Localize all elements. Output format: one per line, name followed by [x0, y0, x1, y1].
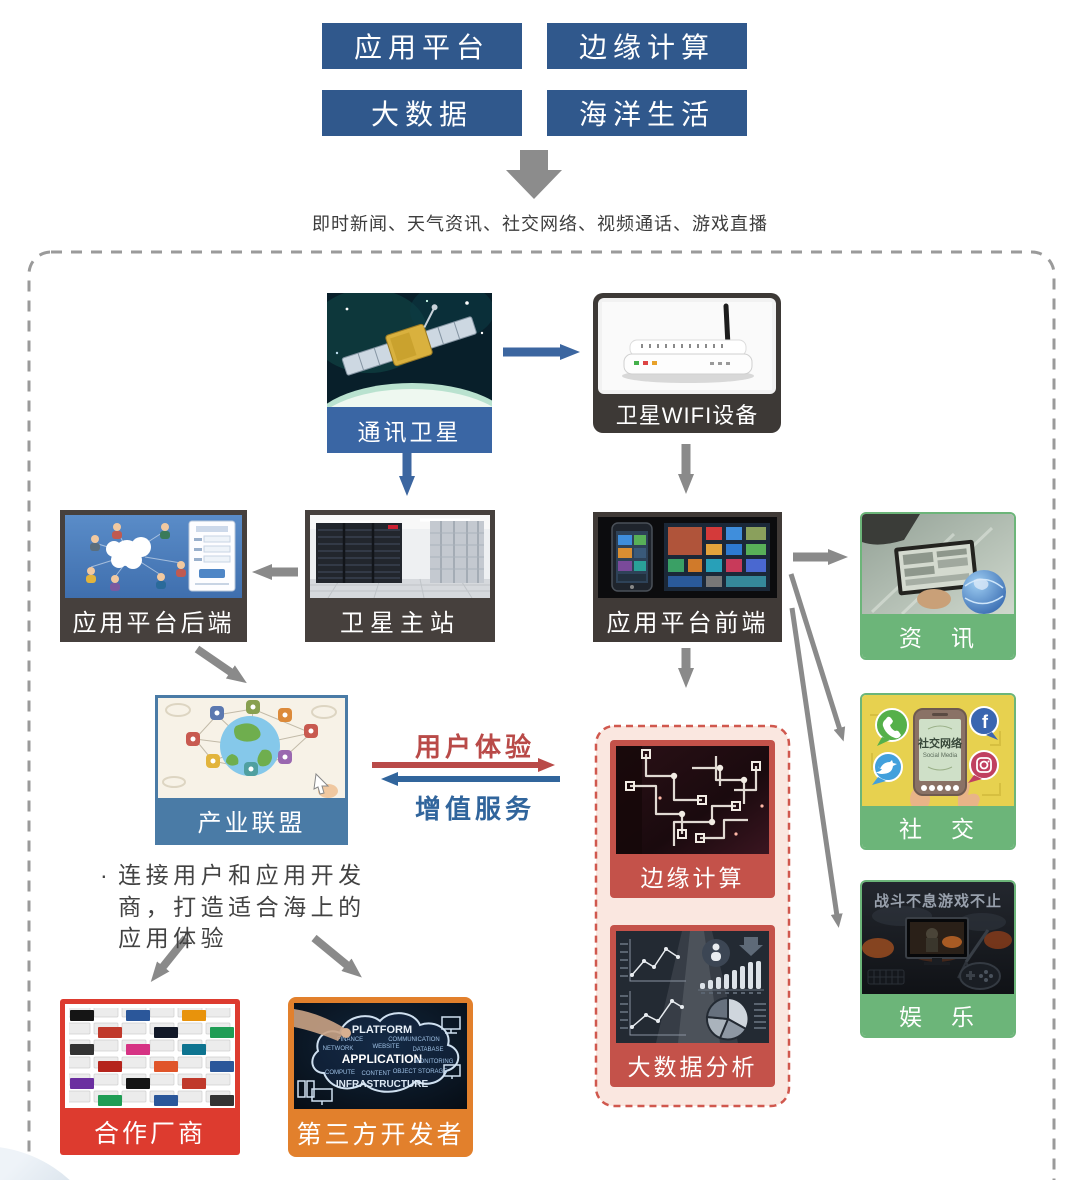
arrow-frontend-to-social	[788, 573, 846, 742]
bigdata-illustration	[616, 931, 769, 1043]
bigdata-label: 大数据分析	[627, 1054, 758, 1080]
whatsapp-icon	[875, 708, 909, 746]
dev-cloud-word: WEBSITE	[372, 1044, 399, 1050]
dev-cloud-infrastructure: INFRASTRUCTURE	[336, 1079, 429, 1090]
node-partners: 合作厂商	[60, 999, 240, 1155]
platform-backend-label: 应用平台后端	[72, 609, 235, 637]
user-experience-label: 用户体验	[414, 732, 535, 762]
dev-cloud-word: OBJECT STORAGE	[393, 1069, 447, 1075]
node-platform-frontend: 应用平台前端	[593, 512, 782, 642]
node-platform-backend: 应用平台后端	[60, 510, 247, 642]
facebook-icon: f	[969, 706, 999, 740]
tag-label: 大数据	[370, 99, 473, 130]
backend-illustration	[65, 515, 242, 598]
partner-logos-illustration	[65, 1004, 235, 1108]
arrow-frontend-to-entertainment	[789, 607, 843, 928]
server-room-illustration	[310, 515, 490, 598]
node-bigdata-analysis: 大数据分析	[610, 925, 775, 1087]
frontend-illustration	[598, 517, 777, 598]
tag-label: 海洋生活	[578, 99, 715, 130]
tag-application-platform: 应用平台	[322, 23, 522, 69]
dev-cloud-platform: PLATFORM	[352, 1024, 412, 1036]
satellite-label: 通讯卫星	[357, 419, 462, 445]
funnel-down-arrow	[506, 150, 562, 199]
social-illustration: 社交网络 Social Media f	[862, 695, 1014, 806]
developer-cloud-illustration: PLATFORM APPLICATION INFRASTRUCTURE FINA…	[294, 1003, 467, 1109]
node-third-party-developers: PLATFORM APPLICATION INFRASTRUCTURE FINA…	[288, 997, 473, 1157]
platform-frontend-label: 应用平台前端	[606, 609, 769, 637]
arrow-note-to-partners	[150, 935, 190, 983]
node-entertainment: 战斗不息游戏不止 娱 乐	[860, 880, 1016, 1038]
news-illustration	[862, 514, 1014, 614]
dev-cloud-application: APPLICATION	[342, 1052, 422, 1066]
social-phone-subtitle: Social Media	[923, 753, 958, 759]
tag-label: 边缘计算	[578, 32, 715, 63]
entertainment-illustration: 战斗不息游戏不止	[862, 882, 1014, 994]
wifi-router-illustration	[598, 298, 776, 394]
wifi-device-label: 卫星WIFI设备	[615, 402, 759, 428]
note-text: 连接用户和应用开发商，打造适合海上的应用体验	[118, 862, 366, 952]
node-satellite-wifi-device: 卫星WIFI设备	[593, 293, 781, 433]
news-label: 资 讯	[862, 614, 1014, 658]
dev-cloud-word: DATABASE	[412, 1047, 443, 1053]
tag-big-data: 大数据	[322, 90, 522, 136]
node-social: 社交网络 Social Media f	[860, 693, 1016, 850]
tag-ocean-life: 海洋生活	[547, 90, 747, 136]
note-bullet: ·	[100, 862, 113, 888]
tag-edge-computing: 边缘计算	[547, 23, 747, 69]
dev-cloud-word: FINANCE	[337, 1037, 363, 1043]
value-added-label: 增值服务	[414, 794, 535, 824]
node-master-station: 卫星主站	[305, 510, 495, 642]
services-caption: 即时新闻、天气资讯、社交网络、视频通话、游戏直播	[312, 214, 768, 234]
node-communication-satellite: 通讯卫星	[327, 293, 492, 453]
entertainment-label: 娱 乐	[862, 994, 1014, 1036]
dashed-outer-frame	[27, 250, 1056, 1180]
tag-label: 应用平台	[353, 32, 490, 63]
edge-computing-illustration	[616, 746, 769, 854]
dev-cloud-word: COMPUTE	[325, 1070, 355, 1076]
node-edge-computing: 边缘计算	[610, 740, 775, 898]
developers-label: 第三方开发者	[296, 1121, 465, 1149]
social-phone-title: 社交网络	[917, 736, 962, 750]
svg-text:f: f	[982, 712, 989, 732]
alliance-label: 产业联盟	[197, 809, 306, 837]
dev-cloud-word: MONITORING	[415, 1059, 454, 1065]
satellite-illustration	[327, 293, 492, 407]
dev-cloud-word: COMMUNICATION	[388, 1037, 440, 1043]
partners-label: 合作厂商	[93, 1119, 206, 1148]
node-industry-alliance: 产业联盟	[155, 695, 348, 845]
master-station-label: 卫星主站	[340, 609, 460, 637]
entertainment-banner-text: 战斗不息游戏不止	[874, 892, 1002, 910]
twitter-icon	[872, 752, 903, 785]
arrow-backend-to-alliance	[194, 645, 247, 684]
alliance-note: · 连接用户和应用开发商，打造适合海上的应用体验	[100, 860, 372, 955]
alliance-illustration	[158, 698, 345, 798]
node-news: 资 讯	[860, 512, 1016, 660]
social-label: 社 交	[862, 806, 1014, 848]
dev-cloud-word: NETWORK	[323, 1046, 354, 1052]
arrow-note-to-developers	[311, 934, 362, 978]
dev-cloud-word: CONTENT	[362, 1071, 391, 1077]
instagram-icon	[968, 750, 999, 783]
edge-computing-label: 边缘计算	[640, 865, 745, 891]
